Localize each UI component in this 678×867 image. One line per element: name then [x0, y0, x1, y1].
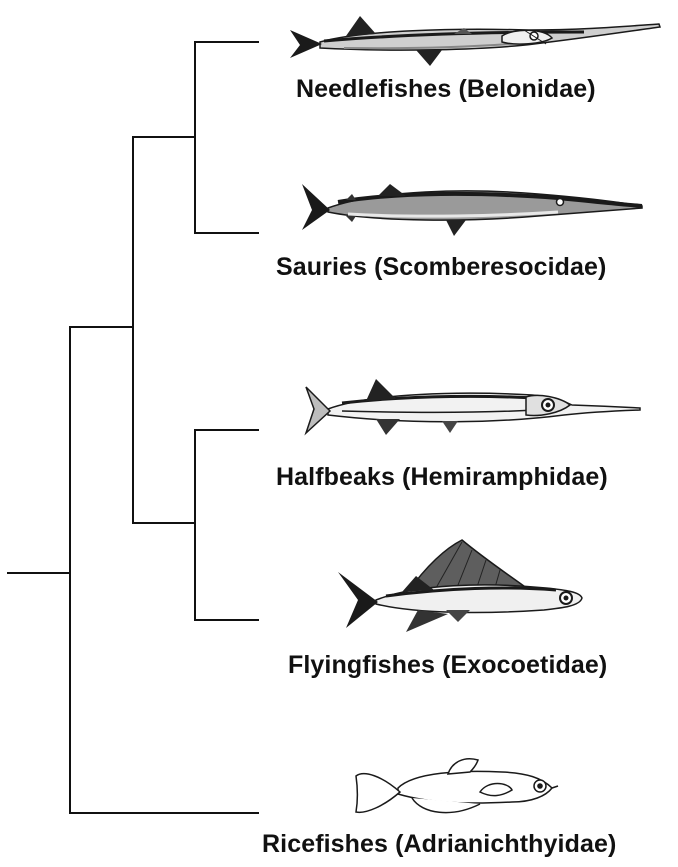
- flyingfish-icon: [336, 536, 586, 638]
- label-halfbeaks: Halfbeaks (Hemiramphidae): [276, 463, 608, 492]
- label-ricefishes: Ricefishes (Adrianichthyidae): [262, 830, 616, 859]
- halfbeak-icon: [302, 375, 644, 443]
- label-flyingfishes: Flyingfishes (Exocoetidae): [288, 651, 607, 680]
- saury-icon: [298, 178, 646, 240]
- ricefish-icon: [352, 752, 562, 824]
- needlefish-icon: [284, 8, 664, 70]
- label-sauries: Sauries (Scomberesocidae): [276, 253, 606, 282]
- label-needlefishes: Needlefishes (Belonidae): [296, 75, 596, 104]
